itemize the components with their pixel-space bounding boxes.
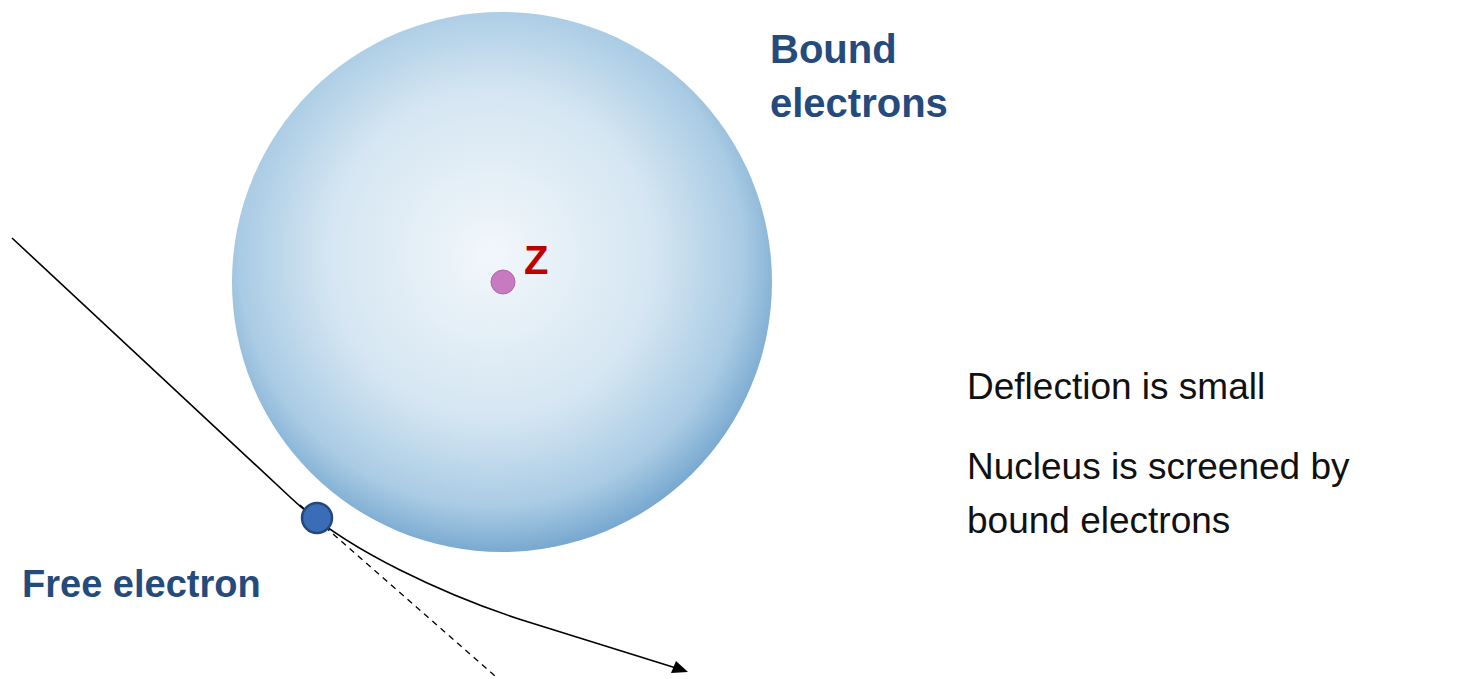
note-text: Nucleus is screened by bound electrons [967,440,1397,547]
undeflected-path [300,505,495,676]
cloud-label: Bound electrons [770,22,1030,130]
electron-label: Free electron [22,562,322,608]
nucleus-charge: Z [524,238,564,282]
note-text: Deflection is small [967,365,1427,409]
nucleus-dot [491,270,515,294]
arrowhead [671,661,688,673]
deflected-trajectory [12,238,676,668]
electron-cloud [232,12,772,552]
free-electron-dot [302,503,332,533]
